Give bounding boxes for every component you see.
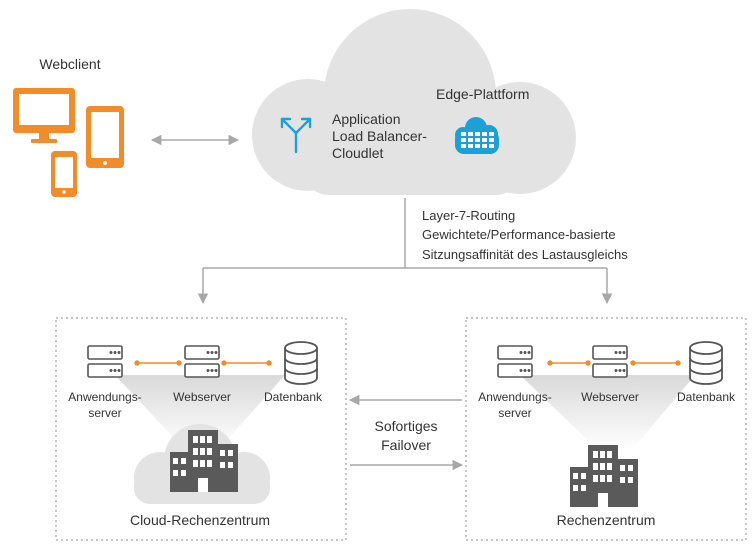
left-app-server-label-2: server xyxy=(88,406,122,420)
grid-cloud-icon xyxy=(455,117,499,154)
routing-line-2: Gewichtete/Performance-basierte xyxy=(422,227,616,242)
right-connectors xyxy=(547,360,681,366)
left-database-label: Datenbank xyxy=(263,390,323,404)
failover-label-1: Sofortiges xyxy=(374,418,438,434)
cloud-datacenter-title: Cloud-Rechenzentrum xyxy=(129,512,271,528)
database-icon xyxy=(689,341,723,385)
office-building-icon xyxy=(570,445,638,507)
right-database-label: Datenbank xyxy=(676,390,736,404)
alb-label-line2: Load Balancer- xyxy=(332,128,427,144)
webclient-label: Webclient xyxy=(39,56,101,72)
tablet-icon xyxy=(86,106,124,168)
alb-label-line1: Application xyxy=(332,111,401,127)
routing-connector xyxy=(197,198,613,305)
server-rack-icon xyxy=(184,345,220,378)
right-beam xyxy=(520,375,695,450)
edge-platform-label: Edge-Plattform xyxy=(436,86,530,102)
failover-label-2: Failover xyxy=(381,437,431,453)
server-rack-icon xyxy=(497,345,533,378)
edge-cloud xyxy=(252,9,576,195)
datacenter-title: Rechenzentrum xyxy=(556,512,656,528)
left-beam xyxy=(115,375,285,450)
left-webserver-label: Webserver xyxy=(173,390,231,404)
right-webserver-label: Webserver xyxy=(581,390,639,404)
left-connectors xyxy=(134,360,272,366)
routing-line-3: Sitzungsaffinität des Lastausgleichs xyxy=(422,247,628,262)
database-icon xyxy=(284,341,318,385)
right-datacenter-box xyxy=(465,317,747,541)
split-arrow-icon xyxy=(280,117,312,154)
desktop-monitor-icon xyxy=(13,88,75,143)
right-app-server-label-1: Anwendungs- xyxy=(478,390,552,404)
alb-label-line3: Cloudlet xyxy=(332,145,384,161)
left-app-server-label-1: Anwendungs- xyxy=(68,390,142,404)
server-rack-icon xyxy=(87,345,123,378)
right-app-server-label-2: server xyxy=(498,406,532,420)
routing-line-1: Layer-7-Routing xyxy=(422,208,516,223)
smartphone-icon xyxy=(51,151,77,197)
server-rack-icon xyxy=(592,345,628,378)
left-datacenter-box xyxy=(55,317,347,541)
